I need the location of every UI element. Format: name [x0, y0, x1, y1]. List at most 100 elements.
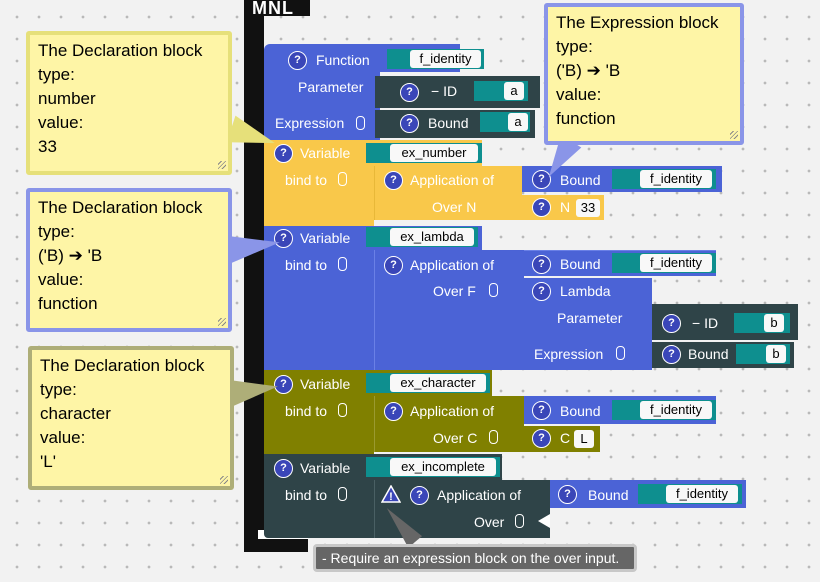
bound-value-field[interactable]: a: [508, 113, 528, 131]
comment-bubble[interactable]: The Declaration block type: number value…: [26, 31, 232, 175]
help-icon[interactable]: ?: [410, 486, 429, 505]
application-block[interactable]: [374, 480, 550, 538]
expression-slot[interactable]: [616, 346, 625, 360]
resize-handle[interactable]: [218, 161, 226, 169]
character-value-field[interactable]: L: [574, 430, 594, 448]
comment-line: type:: [40, 380, 77, 399]
variable-label: Variable: [300, 145, 351, 161]
comment-bubble[interactable]: The Expression block type: ('B) ➔ 'B val…: [544, 3, 744, 145]
help-icon[interactable]: ?: [288, 51, 307, 70]
comment-line: The Declaration block: [38, 41, 203, 60]
help-icon[interactable]: ?: [384, 171, 403, 190]
help-icon[interactable]: ?: [400, 83, 419, 102]
help-icon[interactable]: ?: [532, 255, 551, 274]
comment-line: type:: [38, 222, 75, 241]
resize-handle[interactable]: [730, 131, 738, 139]
variable-label: Variable: [300, 460, 351, 476]
parameter-label: Parameter: [298, 79, 364, 95]
variable-label: Variable: [300, 230, 351, 246]
comment-line: ('B) ➔ 'B: [556, 61, 621, 80]
svg-text:!: !: [389, 491, 393, 503]
help-icon[interactable]: ?: [384, 256, 403, 275]
bind-slot[interactable]: [338, 172, 347, 186]
comment-line: number: [38, 89, 96, 108]
expression-label: Expression: [275, 115, 345, 131]
application-label: Application of: [437, 487, 522, 503]
bind-to-label: bind to: [285, 172, 328, 188]
bound-label: Bound: [560, 256, 601, 272]
warning-triangle-icon[interactable]: !: [380, 484, 402, 508]
bound-fn-field[interactable]: f_identity: [666, 485, 738, 503]
id-value-field[interactable]: a: [504, 82, 524, 100]
help-icon[interactable]: ?: [384, 402, 403, 421]
expression-slot[interactable]: [356, 116, 365, 130]
id-value-field[interactable]: b: [764, 314, 784, 332]
help-icon[interactable]: ?: [662, 314, 681, 333]
dash-icon: −: [431, 83, 440, 99]
bound-fn-field[interactable]: f_identity: [640, 170, 712, 188]
comment-line: value:: [40, 428, 86, 447]
function-block[interactable]: [264, 44, 380, 144]
bound-label: Bound: [428, 115, 469, 131]
help-icon[interactable]: ?: [532, 282, 551, 301]
application-label: Application of: [410, 403, 495, 419]
help-icon[interactable]: ?: [274, 459, 293, 478]
number-value-field[interactable]: 33: [576, 199, 600, 217]
help-icon[interactable]: ?: [532, 198, 551, 217]
help-icon[interactable]: ?: [274, 375, 293, 394]
help-icon[interactable]: ?: [274, 144, 293, 163]
variable-name-field[interactable]: ex_number: [390, 144, 478, 162]
help-icon[interactable]: ?: [274, 229, 293, 248]
number-arg-label: N: [560, 199, 571, 215]
comment-line: value:: [38, 113, 84, 132]
application-label: Application of: [410, 257, 495, 273]
help-icon[interactable]: ?: [662, 345, 681, 364]
help-icon[interactable]: ?: [400, 114, 419, 133]
bind-slot[interactable]: [338, 487, 347, 501]
help-icon[interactable]: ?: [532, 429, 551, 448]
comment-line: 33: [38, 137, 57, 156]
variable-name-field[interactable]: ex_lambda: [390, 228, 474, 246]
bind-slot[interactable]: [338, 403, 347, 417]
expression-label: Expression: [534, 346, 604, 362]
bound-label: Bound: [588, 487, 629, 503]
comment-line: type:: [556, 37, 593, 56]
bind-to-label: bind to: [285, 487, 328, 503]
comment-line: The Declaration block: [40, 356, 205, 375]
bound-fn-field[interactable]: f_identity: [640, 401, 712, 419]
comment-line: ('B) ➔ 'B: [38, 246, 103, 265]
bind-slot[interactable]: [338, 257, 347, 271]
comment-line: The Expression block: [556, 13, 719, 32]
logo-text: MNL: [252, 0, 294, 18]
warning-tooltip: - Require an expression block on the ove…: [313, 544, 637, 572]
bound-value-field[interactable]: b: [766, 345, 786, 363]
over-slot[interactable]: [489, 283, 498, 297]
over-slot[interactable]: [515, 514, 524, 528]
over-slot[interactable]: [489, 430, 498, 444]
resize-handle[interactable]: [220, 476, 228, 484]
resize-handle[interactable]: [218, 318, 226, 326]
function-name-field[interactable]: f_identity: [410, 50, 481, 68]
help-icon[interactable]: ?: [558, 485, 577, 504]
comment-bubble[interactable]: The Declaration block type: character va…: [28, 346, 234, 490]
output-notch: [538, 514, 550, 528]
bind-to-label: bind to: [285, 257, 328, 273]
lambda-label: Lambda: [560, 283, 611, 299]
parameter-label: Parameter: [557, 310, 623, 326]
bound-label: Bound: [560, 403, 601, 419]
bound-fn-field[interactable]: f_identity: [640, 254, 712, 272]
comment-bubble[interactable]: The Declaration block type: ('B) ➔ 'B va…: [26, 188, 232, 332]
function-title: Function: [316, 52, 370, 68]
comment-line: value:: [38, 270, 84, 289]
bound-label: Bound: [560, 172, 601, 188]
declaration-block-lambda[interactable]: [264, 226, 374, 370]
variable-name-field[interactable]: ex_character: [390, 374, 486, 392]
program-spine: [244, 14, 264, 552]
id-label: − ID: [431, 83, 458, 99]
over-label: Over N: [432, 199, 477, 215]
help-icon[interactable]: ?: [532, 170, 551, 189]
top-stub: [244, 0, 310, 16]
help-icon[interactable]: ?: [532, 401, 551, 420]
comment-line: type:: [38, 65, 75, 84]
variable-name-field[interactable]: ex_incomplete: [390, 458, 496, 476]
